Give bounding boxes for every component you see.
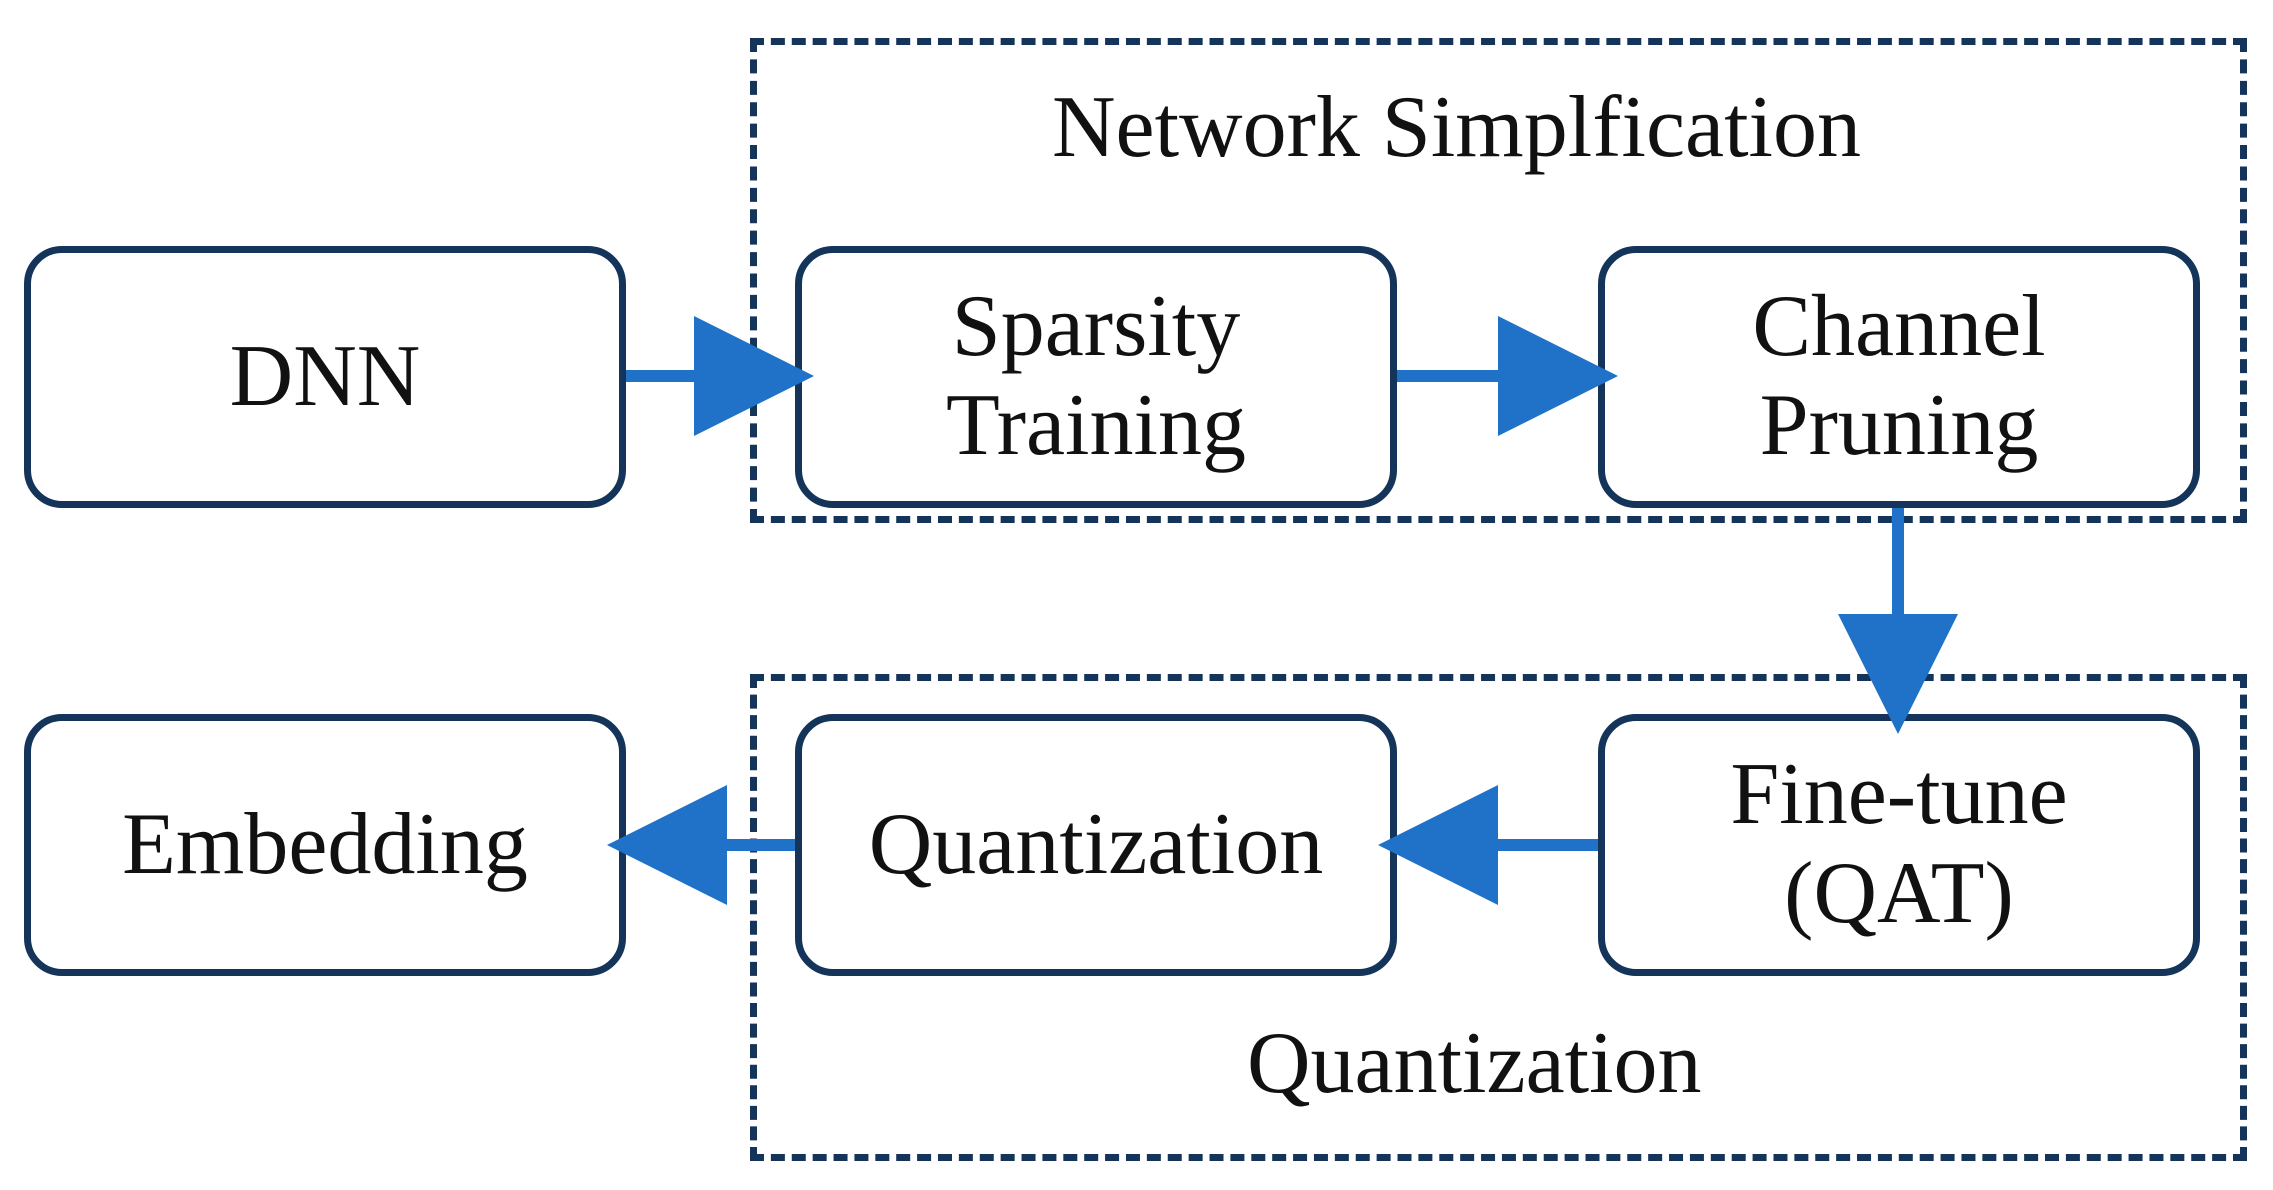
sparsity-training-node: Sparsity Training [795,246,1397,508]
channel-pruning-label-line-2: Pruning [1759,377,2039,474]
channel-pruning-label-line-1: Channel [1752,278,2046,376]
quantization-group [750,674,2247,1161]
quantization-group-title: Quantization [1247,1015,1702,1112]
fine-tune-label-line-2: (QAT) [1784,845,2014,942]
fine-tune-label-line-1: Fine-tune [1730,746,2068,844]
dnn-node: DNN [24,246,626,508]
sparsity-training-label-line-1: Sparsity [951,278,1241,376]
network-simplification-group [750,38,2247,523]
quantization-node-label: Quantization [868,795,1324,893]
dnn-label: DNN [229,327,421,425]
embedding-node: Embedding [24,714,626,976]
fine-tune-qat-node: Fine-tune (QAT) [1598,714,2200,976]
network-simplification-title: Network Simplfication [1052,79,1861,176]
sparsity-training-label-line-2: Training [946,377,1246,474]
embedding-label: Embedding [122,795,528,893]
